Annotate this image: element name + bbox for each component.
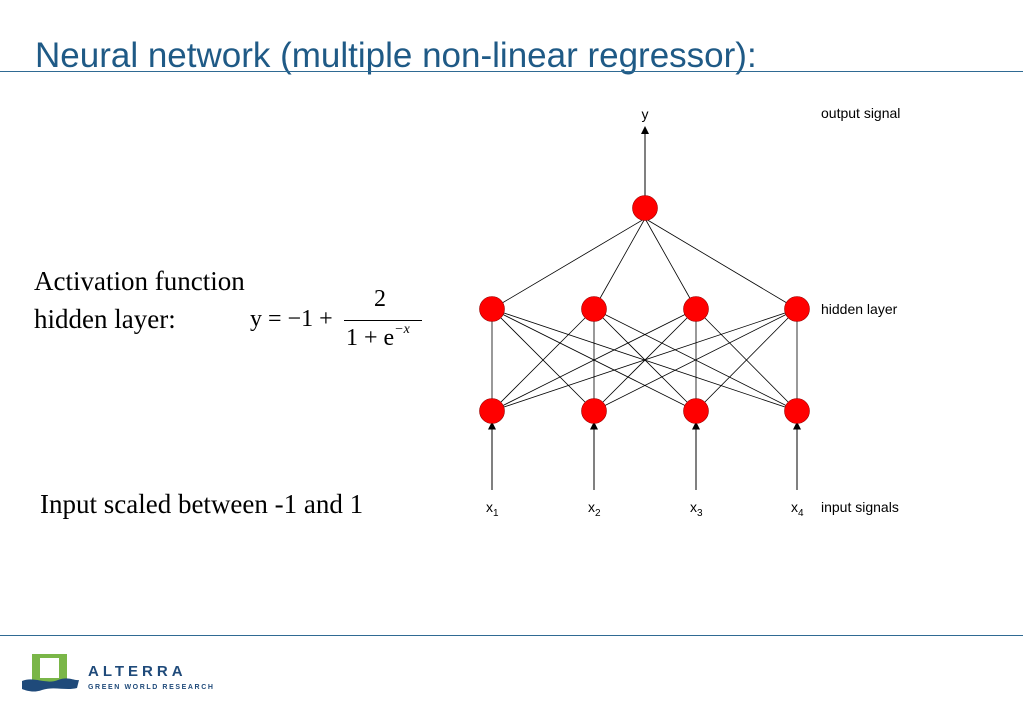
network-connections bbox=[491, 218, 798, 412]
edge-input-4-hidden-3 bbox=[695, 308, 798, 412]
activation-label-line2: hidden layer: bbox=[34, 304, 176, 334]
output-signal-label: output signal bbox=[821, 105, 900, 121]
formula-numerator: 2 bbox=[374, 286, 386, 312]
logo-wave bbox=[22, 678, 79, 692]
input-node-3 bbox=[683, 398, 709, 424]
activation-label-line1: Activation function bbox=[34, 266, 245, 296]
output-node bbox=[632, 195, 658, 221]
input-label-x4: x4 bbox=[791, 499, 804, 519]
formula-denominator: 1 + e−x bbox=[346, 322, 410, 351]
logo-name: ALTERRA bbox=[88, 663, 187, 680]
network-labels: y x1 x2 x3 x4 output signal hidden layer input … bbox=[486, 105, 900, 519]
input-scaling-note: Input scaled between -1 and 1 bbox=[40, 489, 364, 519]
logo-inner-square bbox=[40, 658, 59, 678]
edge-hidden-1-output bbox=[491, 218, 646, 310]
footer-divider bbox=[0, 635, 1023, 636]
activation-formula: y = −1 + 2 1 + e−x bbox=[250, 286, 425, 356]
edge-input-2-hidden-1 bbox=[491, 308, 595, 412]
input-signals-label: input signals bbox=[821, 499, 899, 515]
formula-fraction-bar bbox=[344, 320, 422, 321]
edge-hidden-4-output bbox=[644, 218, 798, 310]
edge-hidden-3-output bbox=[644, 218, 697, 310]
formula-lhs: y = −1 + bbox=[250, 306, 333, 332]
input-node-4 bbox=[784, 398, 810, 424]
edge-hidden-2-output bbox=[593, 218, 646, 310]
edge-input-3-hidden-1 bbox=[491, 308, 697, 412]
formula-exponent: −x bbox=[394, 322, 410, 337]
input-node-1 bbox=[479, 398, 505, 424]
input-label-x1: x1 bbox=[486, 499, 499, 519]
input-label-x2: x2 bbox=[588, 499, 601, 519]
signal-arrows bbox=[488, 126, 801, 490]
output-label-y: y bbox=[642, 106, 649, 122]
activation-label: Activation function hidden layer: bbox=[34, 262, 245, 338]
alterra-logo bbox=[22, 654, 79, 692]
network-nodes bbox=[479, 195, 810, 424]
page-title: Neural network (multiple non-linear regr… bbox=[35, 36, 757, 75]
header-divider bbox=[0, 71, 1023, 72]
hidden-node-4 bbox=[784, 296, 810, 322]
hidden-node-1 bbox=[479, 296, 505, 322]
input-label-x3: x3 bbox=[690, 499, 703, 519]
edge-input-4-hidden-1 bbox=[491, 308, 798, 412]
hidden-node-3 bbox=[683, 296, 709, 322]
input-node-2 bbox=[581, 398, 607, 424]
hidden-layer-label: hidden layer bbox=[821, 301, 898, 317]
logo-tagline: GREEN WORLD RESEARCH bbox=[88, 684, 215, 691]
hidden-node-2 bbox=[581, 296, 607, 322]
edge-input-4-hidden-2 bbox=[593, 308, 798, 412]
